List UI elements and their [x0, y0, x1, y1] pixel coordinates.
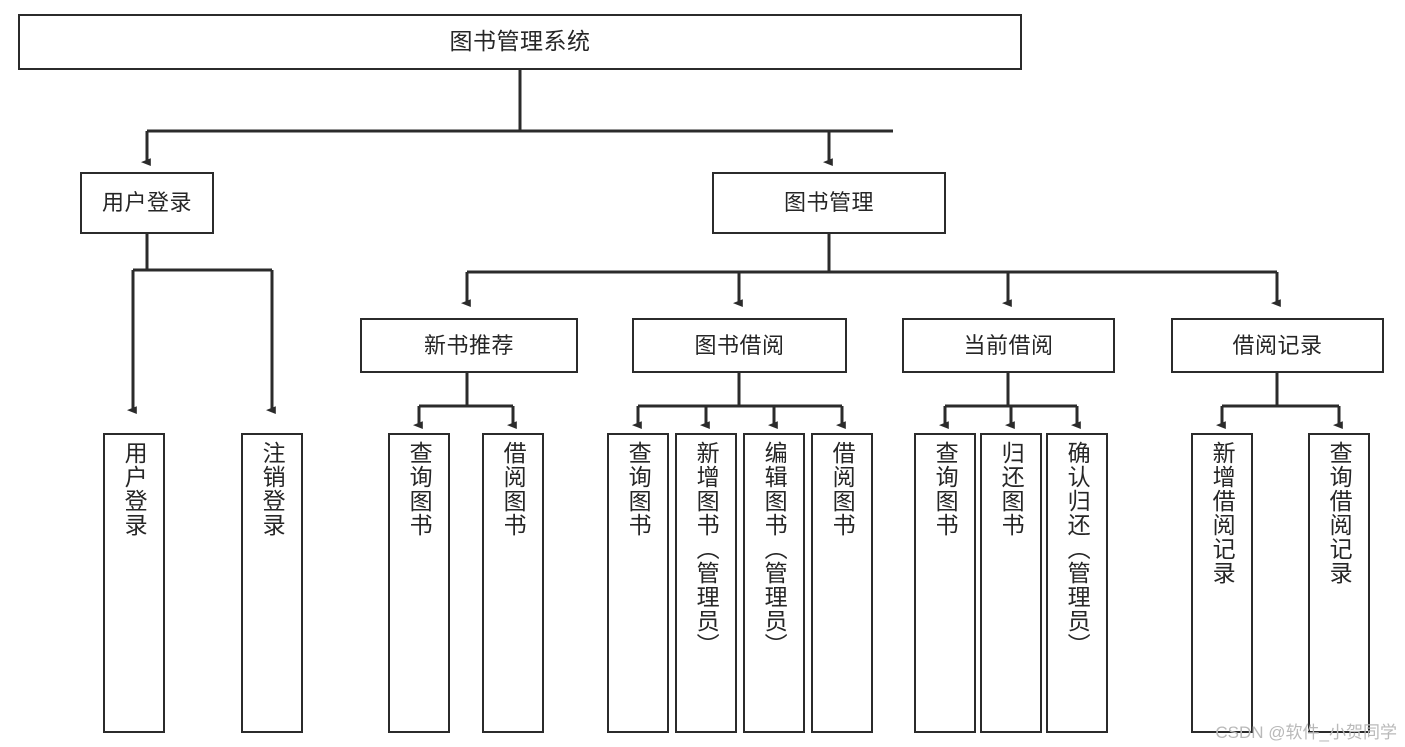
- node-leaf-add-record[interactable]: 新增借阅记录: [1191, 433, 1253, 733]
- node-leaf-query-record-label: 查询借阅记录: [1326, 441, 1353, 585]
- node-leaf-query-book-2-label: 查询图书: [625, 441, 652, 537]
- node-leaf-query-book-3[interactable]: 查询图书: [914, 433, 976, 733]
- node-leaf-add-record-label: 新增借阅记录: [1209, 441, 1236, 585]
- node-leaf-borrow-book-1[interactable]: 借阅图书: [482, 433, 544, 733]
- node-leaf-query-book-3-label: 查询图书: [932, 441, 959, 537]
- node-leaf-return-book[interactable]: 归还图书: [980, 433, 1042, 733]
- node-borrow-record[interactable]: 借阅记录: [1171, 318, 1384, 373]
- node-current-borrow[interactable]: 当前借阅: [902, 318, 1115, 373]
- node-leaf-edit-book-label: 编辑图书（管理员）: [761, 441, 788, 657]
- node-root-system-label: 图书管理系统: [449, 28, 591, 55]
- node-leaf-logout-login-label: 注销登录: [259, 441, 286, 537]
- node-root-system[interactable]: 图书管理系统: [18, 14, 1022, 70]
- node-leaf-user-login[interactable]: 用户登录: [103, 433, 165, 733]
- node-leaf-user-login-label: 用户登录: [121, 441, 148, 537]
- node-new-book-recommend-label: 新书推荐: [423, 332, 514, 358]
- node-leaf-query-book-2[interactable]: 查询图书: [607, 433, 669, 733]
- node-leaf-add-book[interactable]: 新增图书（管理员）: [675, 433, 737, 733]
- node-leaf-add-book-label: 新增图书（管理员）: [693, 441, 720, 657]
- node-leaf-logout-login[interactable]: 注销登录: [241, 433, 303, 733]
- node-current-borrow-label: 当前借阅: [963, 332, 1054, 358]
- node-leaf-borrow-book-2[interactable]: 借阅图书: [811, 433, 873, 733]
- node-leaf-borrow-book-2-label: 借阅图书: [829, 441, 856, 537]
- node-leaf-query-book-1[interactable]: 查询图书: [388, 433, 450, 733]
- node-user-login[interactable]: 用户登录: [80, 172, 214, 234]
- node-leaf-confirm-return[interactable]: 确认归还（管理员）: [1046, 433, 1108, 733]
- node-book-borrow-label: 图书借阅: [694, 332, 785, 358]
- node-leaf-edit-book[interactable]: 编辑图书（管理员）: [743, 433, 805, 733]
- node-borrow-record-label: 借阅记录: [1232, 332, 1323, 358]
- csdn-watermark: CSDN @软件_小贺同学: [1215, 723, 1397, 742]
- node-new-book-recommend[interactable]: 新书推荐: [360, 318, 578, 373]
- node-leaf-query-book-1-label: 查询图书: [406, 441, 433, 537]
- node-book-manage[interactable]: 图书管理: [712, 172, 946, 234]
- node-leaf-borrow-book-1-label: 借阅图书: [500, 441, 527, 537]
- node-book-borrow[interactable]: 图书借阅: [632, 318, 847, 373]
- node-book-manage-label: 图书管理: [783, 190, 874, 216]
- node-user-login-label: 用户登录: [101, 190, 192, 216]
- node-leaf-query-record[interactable]: 查询借阅记录: [1308, 433, 1370, 733]
- node-leaf-confirm-return-label: 确认归还（管理员）: [1064, 441, 1091, 657]
- node-leaf-return-book-label: 归还图书: [998, 441, 1025, 537]
